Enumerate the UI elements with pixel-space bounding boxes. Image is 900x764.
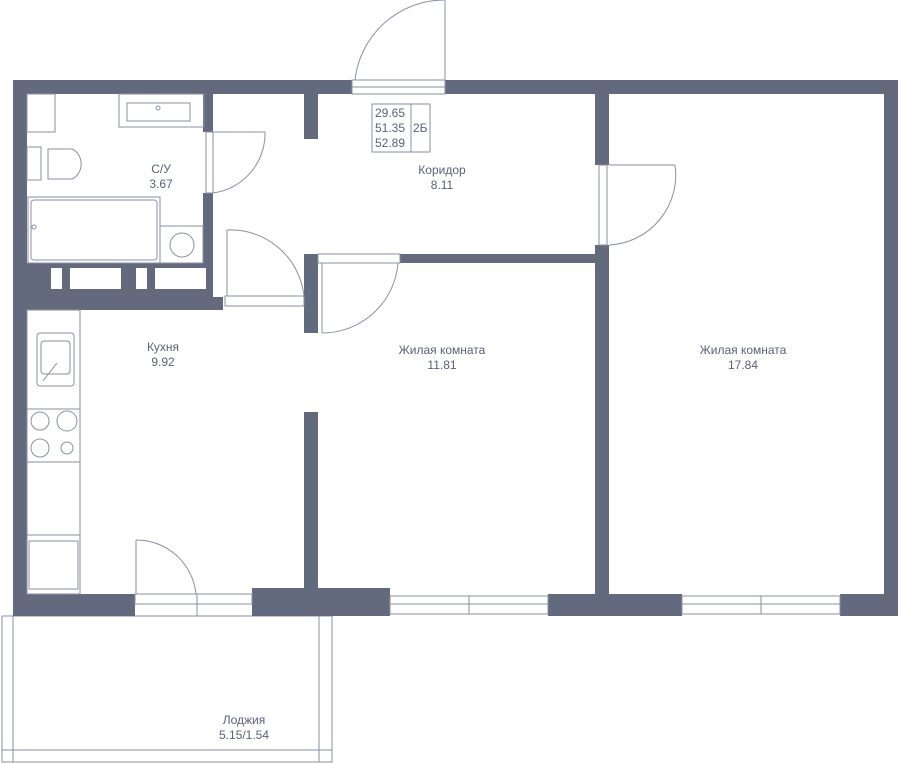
balcony-door[interactable] [134,539,253,616]
total-area-with-loggia: 52.89 [375,136,405,150]
living-area: 29.65 [375,106,405,120]
bathroom-name: С/У [151,162,171,176]
kitchen-door[interactable] [224,229,305,307]
bathroom-fixtures [26,93,205,264]
room1-door[interactable] [317,253,401,334]
walls [13,80,898,616]
room2-door[interactable] [598,164,677,246]
room1-name: Жилая комната [399,343,486,357]
bathroom-door[interactable] [205,131,266,194]
room2-name: Жилая комната [700,343,787,357]
entry-door[interactable] [351,0,446,95]
room2-area: 17.84 [728,358,758,372]
windows [389,595,841,615]
corridor-name: Коридор [418,163,466,177]
bathroom-shafts [51,268,206,289]
loggia-name: Лоджия [223,713,266,727]
bathroom-area: 3.67 [149,177,173,191]
kitchen-fixtures [26,309,81,595]
apartment-type: 2Б [413,121,428,135]
room1-area: 11.81 [427,358,456,372]
corridor-area: 8.11 [431,178,454,192]
loggia[interactable] [1,615,333,763]
apartment-info-box: 29.65 51.35 52.89 2Б [371,103,431,153]
loggia-area: 5.15/1.54 [219,728,269,742]
kitchen-name: Кухня [147,340,179,354]
total-area: 51.35 [375,121,405,135]
kitchen-area: 9.92 [151,355,175,369]
